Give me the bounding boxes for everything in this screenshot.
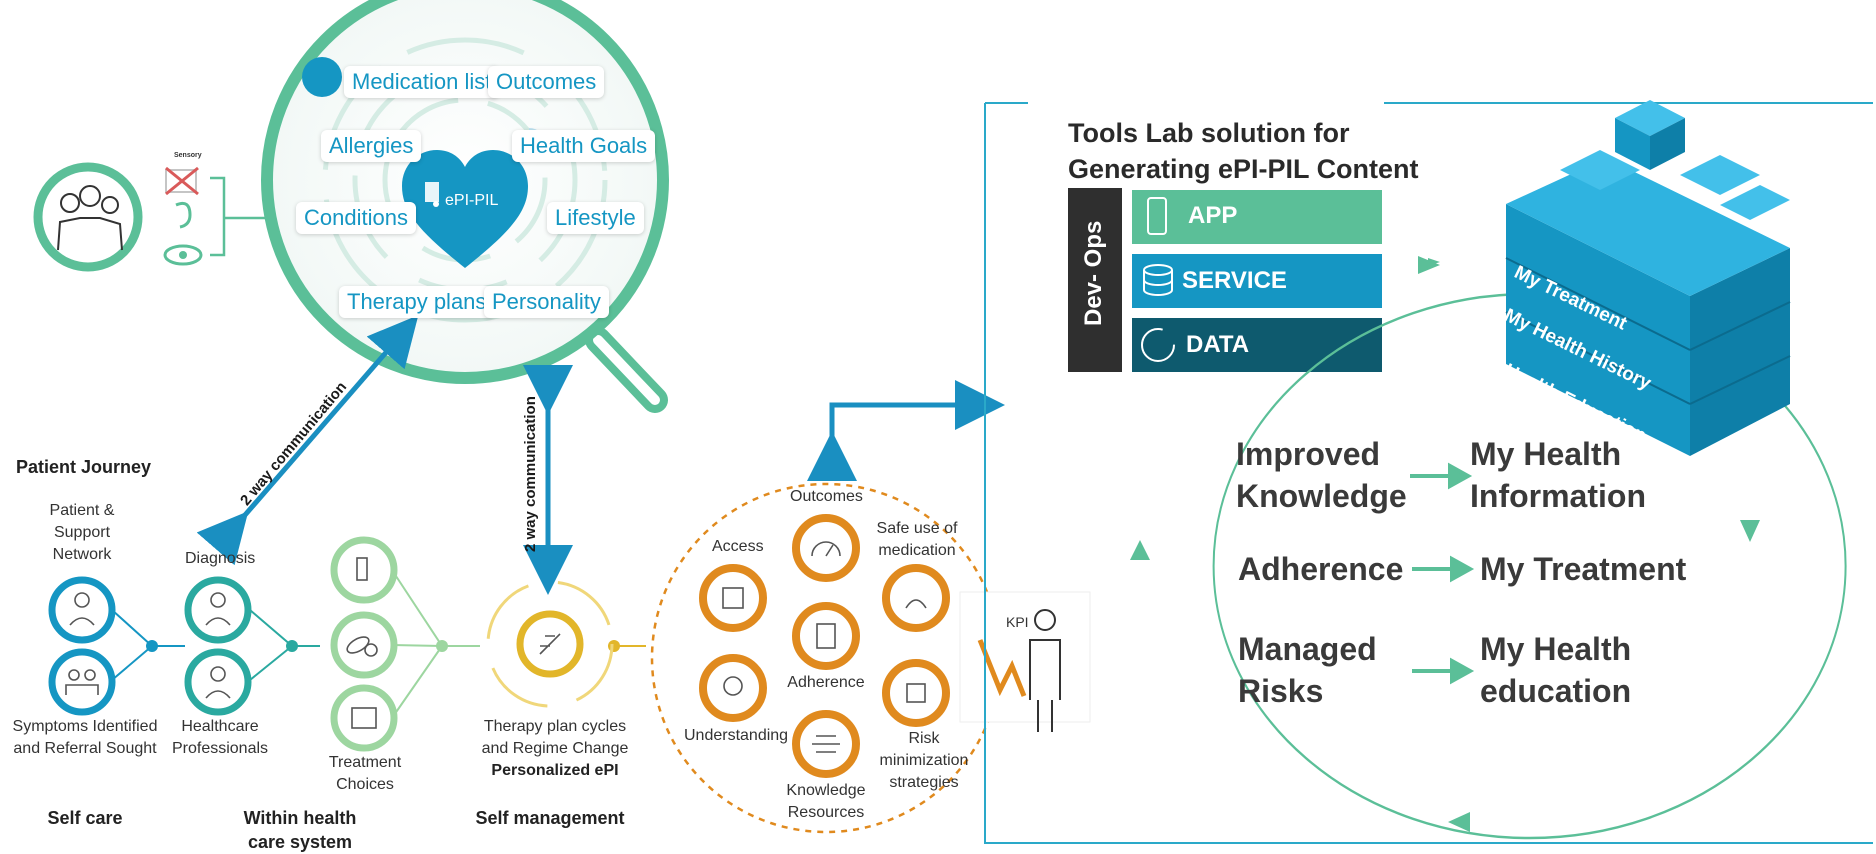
layer-data-label: DATA (1186, 331, 1250, 358)
outcome-from-3a: Managed (1238, 631, 1377, 667)
tools-title-line2: Generating ePI-PIL Content (1068, 154, 1419, 184)
tools-title-line1: Tools Lab solution for (1068, 118, 1350, 148)
phone-icon (1147, 197, 1167, 235)
devops-bar (1068, 188, 1122, 372)
epi-pil-label: ePI-PIL (445, 192, 499, 209)
kpi-risk-label: Risk minimization strategies (879, 730, 969, 791)
outcome-to-2: My Treatment (1480, 551, 1687, 587)
journey-node-circles (48, 536, 614, 752)
patient-group-icon (33, 162, 143, 272)
stage-within-health: Within health care system (243, 808, 357, 852)
kpi-understanding-label: Understanding (684, 727, 789, 744)
chip-conditions: Conditions (296, 202, 416, 234)
outcome-to-1a: My Health (1470, 436, 1622, 472)
data-cycle-icon (1141, 328, 1175, 362)
kpi-knowledge-label: Knowledge Resources (786, 782, 866, 821)
chip-allergies: Allergies (321, 130, 422, 162)
outcome-to-3b: education (1480, 673, 1632, 709)
personalized-label: Personalized ePI (491, 762, 619, 779)
journey-node-icons (65, 557, 561, 729)
chip-medication-list: Medication list (344, 66, 500, 98)
journey-connectors (111, 569, 646, 719)
journey-title: Patient Journey (16, 457, 152, 477)
kpi-figure-icon (959, 591, 1091, 732)
connector-arrow-right (807, 380, 1005, 481)
comm-label-middle: 2 way communication (522, 396, 539, 552)
devops-label: Dev- Ops (1080, 220, 1107, 326)
layer-service-label: SERVICE (1182, 267, 1287, 294)
outcome-from-1a: Improved (1236, 436, 1381, 472)
kpi-outcomes-label: Outcomes (790, 488, 863, 505)
layer-service (1132, 254, 1382, 308)
symptoms-label: Symptoms Identified and Referral Sought (12, 718, 158, 757)
layer-app (1132, 190, 1382, 244)
diagnosis-label: Diagnosis (185, 550, 256, 567)
sensory-label: Sensory (174, 152, 202, 159)
outcome-from-1b: Knowledge (1236, 478, 1407, 514)
kpi-label: KPI (1006, 614, 1029, 630)
layer-app-label: APP (1188, 202, 1238, 229)
outcome-from-3b: Risks (1238, 673, 1324, 709)
therapy-label: Therapy plan cycles and Regime Change (481, 718, 629, 757)
kpi-node-icons (722, 541, 927, 753)
database-icon (1143, 264, 1173, 296)
sensory-icons (163, 166, 266, 266)
outcome-arrows (1410, 462, 1475, 685)
professionals-label: Healthcare Professionals (171, 718, 269, 757)
stage-self-care: Self care (47, 808, 123, 828)
chip-therapy-plans: Therapy plans (339, 286, 495, 318)
chip-personality: Personality (484, 286, 609, 318)
comm-arrow-left (196, 315, 419, 566)
outcome-to-3a: My Health (1480, 631, 1632, 667)
kpi-access-label: Access (712, 538, 764, 555)
outcome-from-2: Adherence (1238, 551, 1404, 587)
chip-health-goals: Health Goals (512, 130, 656, 162)
heart-icon (402, 150, 528, 268)
support-network-label: Patient & Support Network (49, 502, 115, 563)
chip-lifestyle: Lifestyle (547, 202, 644, 234)
chip-outcomes: Outcomes (488, 66, 605, 98)
stage-self-management: Self management (475, 808, 625, 828)
cube-stack-icon (1505, 100, 1791, 456)
kpi-adherence-label: Adherence (787, 674, 865, 691)
treatment-label: Treatment Choices (328, 754, 402, 793)
kpi-safe-use-label: Safe use of medication (876, 520, 958, 559)
outcome-to-1b: Information (1470, 478, 1646, 514)
document-icon (425, 182, 439, 202)
